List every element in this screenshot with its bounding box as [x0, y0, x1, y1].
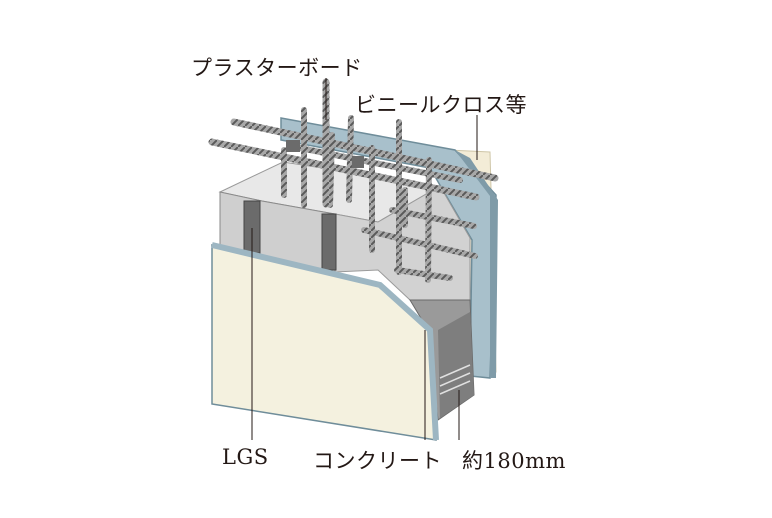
thickness-label: 約180mm: [462, 449, 566, 473]
vinyl-cloth-label: ビニールクロス等: [355, 93, 527, 117]
plasterboard-label: プラスターボード: [191, 56, 363, 80]
leader-lines: [251, 78, 478, 440]
back-plasterboard-edge: [455, 150, 498, 378]
concrete-label: コンクリート: [313, 449, 442, 473]
lgs-stud-icon: [321, 213, 337, 271]
front-plasterboard-edge: [211, 242, 439, 441]
lgs-label: LGS: [222, 445, 269, 469]
rebar-grid: [208, 78, 499, 283]
